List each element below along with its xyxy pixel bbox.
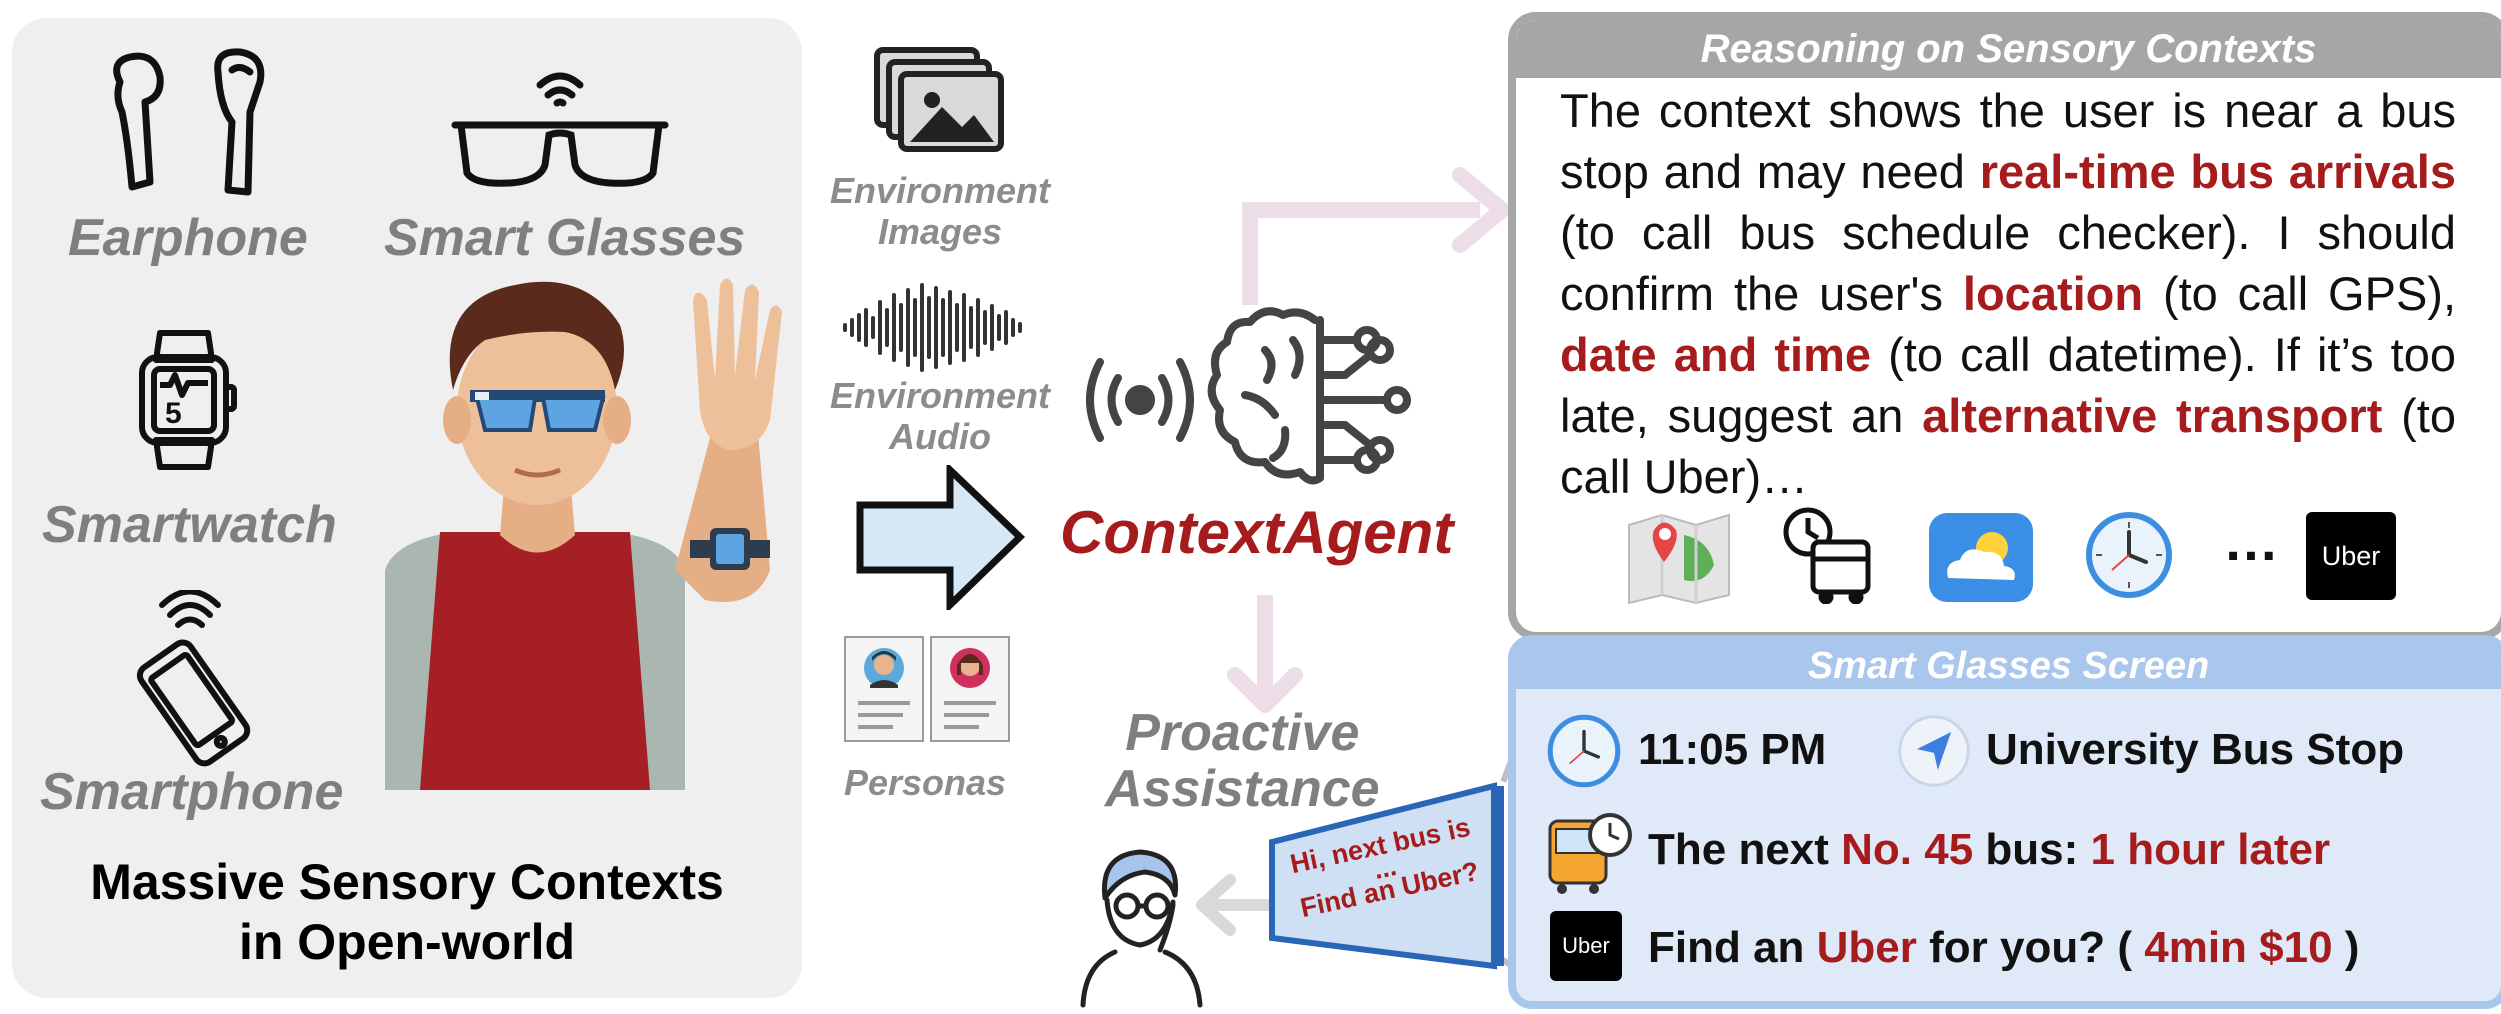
user-avatar-icon <box>1080 849 1203 1008</box>
reasoning-text-1: The context shows the user is near a bus… <box>1560 84 2456 198</box>
weather-icon <box>1929 513 2033 602</box>
screen-uber-logo-text: Uber <box>1562 933 1610 958</box>
earphone-icon <box>113 48 265 196</box>
left-panel-caption: Massive Sensory Contexts in Open-world <box>12 852 802 972</box>
images-label-line-1: Environment <box>829 170 1051 211</box>
watch-display: 5 <box>165 397 182 430</box>
environment-images-label: Environment Images <box>800 170 1080 253</box>
environment-audio-label: Environment Audio <box>800 375 1080 458</box>
reasoning-title-bar: Reasoning on Sensory Contexts <box>1516 20 2501 78</box>
earphone-label: Earphone <box>68 209 308 267</box>
reasoning-text-2: (to call bus schedule checker). I should… <box>1560 206 2456 320</box>
bus-icon <box>1548 813 1632 894</box>
highlight-location: location <box>1962 267 2144 320</box>
audio-label-line-2: Audio <box>889 416 991 458</box>
reasoning-body: The context shows the user is near a bus… <box>1560 80 2456 507</box>
bus-eta: 1 hour later <box>2090 825 2331 874</box>
current-location: University Bus Stop <box>1986 725 2405 774</box>
uber-logo-text: Uber <box>2321 541 2381 571</box>
uber-suffix: ) <box>2332 923 2360 972</box>
caption-line-1: Massive Sensory Contexts <box>90 854 724 910</box>
bus-number: No. 45 <box>1841 825 1974 874</box>
screen-clock-icon <box>1547 714 1621 788</box>
smartwatch-icon: 5 <box>139 330 237 470</box>
reasoning-text-4: (to call datetime). If it’s too late, su… <box>1560 328 2456 442</box>
next-bus-line: The next No. 45 bus: 1 hour later <box>1648 825 2330 875</box>
smart-glasses-screen-panel: Smart Glasses Screen 11:05 PM University… <box>1508 635 2501 1009</box>
uber-prefix: Find an <box>1648 923 1817 972</box>
audio-waveform-icon <box>843 283 1022 372</box>
reasoning-text-3: (to call GPS), <box>2143 267 2457 320</box>
bus-middle: bus: <box>1973 825 2091 874</box>
screen-uber-icon: Uber <box>1550 911 1622 981</box>
bus-schedule-icon <box>1783 507 1871 604</box>
ai-brain-icon <box>1207 307 1411 485</box>
personas-label: Personas <box>843 762 1007 803</box>
assistance-flow-arrow <box>1227 595 1303 713</box>
smart-glasses-label: Smart Glasses <box>384 209 746 267</box>
uber-icon: Uber <box>2306 512 2396 600</box>
map-icon <box>1628 513 1730 605</box>
smartphone-icon <box>136 590 251 767</box>
smartwatch-label: Smartwatch <box>42 496 337 554</box>
user-with-devices-illustration <box>385 278 782 790</box>
proactive-line-2: Assistance <box>1105 760 1380 818</box>
screen-title: Smart Glasses Screen <box>1807 645 2210 687</box>
clock-icon <box>2086 512 2172 598</box>
broadcast-signal-icon <box>1086 358 1194 442</box>
reasoning-text-5: (to call Uber)… <box>1560 389 2457 503</box>
caption-line-2: in Open-world <box>238 914 576 970</box>
reasoning-title: Reasoning on Sensory Contexts <box>1700 27 2317 71</box>
highlight-bus-arrivals: real-time bus arrivals <box>1979 145 2456 198</box>
reasoning-panel: Reasoning on Sensory Contexts The contex… <box>1508 12 2501 640</box>
uber-middle: for you? ( <box>1916 923 2145 972</box>
current-time: 11:05 PM <box>1638 725 1827 774</box>
reasoning-flow-arrow <box>1242 167 1510 305</box>
input-flow-arrow <box>856 465 1025 610</box>
proactive-assistance-label: Proactive Assistance <box>1105 705 1380 817</box>
images-label-line-2: Images <box>877 211 1003 253</box>
more-tools-ellipsis: … <box>2223 509 2279 572</box>
uber-eta-price: 4min $10 <box>2144 923 2333 972</box>
screen-title-bar: Smart Glasses Screen <box>1516 643 2501 689</box>
highlight-date-time: date and time <box>1560 328 1872 381</box>
glasses-projection-bubble <box>1269 782 1504 970</box>
bus-prefix: The next <box>1648 825 1842 874</box>
uber-offer-line: Find an Uber for you? ( 4min $10 ) <box>1648 923 2359 973</box>
smart-glasses-icon <box>451 72 669 187</box>
image-gallery-icon <box>874 47 1004 152</box>
personas-icon <box>844 636 1010 742</box>
audio-label-line-1: Environment <box>829 375 1051 416</box>
highlight-alternative-transport: alternative transport <box>1922 389 2383 442</box>
context-agent-title: ContextAgent <box>1060 499 1454 566</box>
proactive-line-1: Proactive <box>1125 704 1360 762</box>
navigation-icon <box>1898 715 1970 787</box>
uber-word: Uber <box>1816 923 1917 972</box>
smartphone-label: Smartphone <box>40 763 344 821</box>
